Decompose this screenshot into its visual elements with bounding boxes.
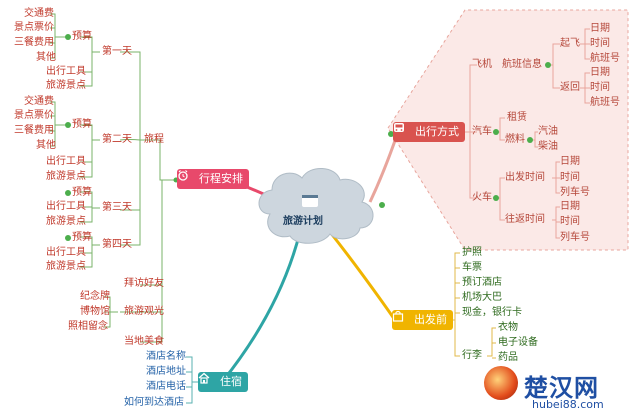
item-cash-card: 现金，银行卡 [462, 307, 522, 318]
sight-photo: 照相留念 [68, 321, 108, 332]
departure-node[interactable]: 出发前 [392, 310, 453, 330]
house-icon [198, 372, 210, 384]
watermark-url: hubei88.com [532, 398, 604, 411]
return-train-time: 时间 [560, 216, 580, 227]
local-food: 当地美食 [124, 336, 164, 347]
day4-budget: 预算 [72, 232, 92, 243]
day1-budget: 预算 [72, 31, 92, 42]
lodging-node[interactable]: 住宿 [198, 372, 248, 392]
depart-time: 时间 [560, 172, 580, 183]
bus-icon [394, 123, 404, 132]
alarm-clock-icon [178, 170, 188, 181]
car-rent: 租赁 [507, 112, 527, 123]
luggage-electronics: 电子设备 [498, 337, 538, 348]
day1-cost-other: 其他 [36, 52, 56, 63]
train-label: 火车 [472, 192, 492, 203]
return-label: 返回 [560, 82, 580, 93]
day1-cost-transport: 交通费 [24, 8, 54, 19]
hotel-name: 酒店名称 [146, 351, 186, 362]
hotel-address: 酒店地址 [146, 366, 186, 377]
takeoff-flight-no: 航班号 [590, 53, 620, 64]
day3-spots: 旅游景点 [46, 216, 86, 227]
day3-label: 第三天 [102, 202, 132, 213]
day3-budget: 预算 [72, 187, 92, 198]
transport-title: 出行方式 [415, 125, 459, 138]
day1-cost-meals: 三餐费用 [14, 37, 54, 48]
luggage-clothes: 衣物 [498, 322, 518, 333]
takeoff-date: 日期 [590, 23, 610, 34]
day2-tools: 出行工具 [46, 156, 86, 167]
day3-tools: 出行工具 [46, 201, 86, 212]
sight-museum: 博物馆 [80, 306, 110, 317]
process-label: 旅程 [144, 134, 164, 145]
day2-cost-transport: 交通费 [24, 96, 54, 107]
day2-cost-meals: 三餐费用 [14, 125, 54, 136]
train-depart: 出发时间 [505, 172, 545, 183]
item-passport: 护照 [462, 247, 482, 258]
car-label: 汽车 [472, 126, 492, 137]
day2-budget: 预算 [72, 119, 92, 130]
transport-node[interactable]: 出行方式 [393, 122, 465, 142]
plane-label: 飞机 [472, 59, 492, 70]
item-ticket: 车票 [462, 262, 482, 273]
day2-label: 第二天 [102, 134, 132, 145]
flight-info: 航班信息 [502, 59, 542, 70]
depart-date: 日期 [560, 156, 580, 167]
watermark-brand: 楚汉网 [524, 374, 599, 402]
day2-cost-tickets: 景点票价 [14, 110, 54, 121]
itinerary-title: 行程安排 [199, 172, 243, 185]
takeoff-label: 起飞 [560, 38, 580, 49]
return-train-date: 日期 [560, 201, 580, 212]
center-title: 旅游计划 [283, 216, 323, 227]
return-time: 时间 [590, 82, 610, 93]
fuel-diesel: 柴油 [538, 141, 558, 152]
car-fuel: 燃料 [505, 134, 525, 145]
shopping-bag-icon [392, 310, 404, 322]
departure-title: 出发前 [414, 313, 447, 326]
day4-label: 第四天 [102, 239, 132, 250]
day2-spots: 旅游景点 [46, 171, 86, 182]
visit-friends: 拜访好友 [124, 278, 164, 289]
item-airport-bus: 机场大巴 [462, 292, 502, 303]
day4-tools: 出行工具 [46, 247, 86, 258]
lodging-title: 住宿 [220, 375, 242, 388]
depart-train-no: 列车号 [560, 187, 590, 198]
itinerary-node[interactable]: 行程安排 [177, 169, 249, 189]
hotel-phone: 酒店电话 [146, 381, 186, 392]
day1-tools: 出行工具 [46, 66, 86, 77]
hotel-directions: 如何到达酒店 [124, 397, 184, 408]
day2-cost-other: 其他 [36, 140, 56, 151]
transport-region [387, 9, 629, 251]
watermark-logo-icon [484, 366, 518, 400]
return-flight-no: 航班号 [590, 97, 620, 108]
fuel-gasoline: 汽油 [538, 126, 558, 137]
day1-cost-tickets: 景点票价 [14, 22, 54, 33]
takeoff-time: 时间 [590, 38, 610, 49]
item-hotel: 预订酒店 [462, 277, 502, 288]
return-date: 日期 [590, 67, 610, 78]
train-return: 往返时间 [505, 214, 545, 225]
day1-spots: 旅游景点 [46, 80, 86, 91]
luggage-medicine: 药品 [498, 352, 518, 363]
day1-label: 第一天 [102, 46, 132, 57]
return-train-no: 列车号 [560, 232, 590, 243]
sightseeing-label: 旅游观光 [124, 306, 164, 317]
sight-memorial: 纪念牌 [80, 291, 110, 302]
luggage-label: 行李 [462, 350, 482, 361]
day4-spots: 旅游景点 [46, 261, 86, 272]
